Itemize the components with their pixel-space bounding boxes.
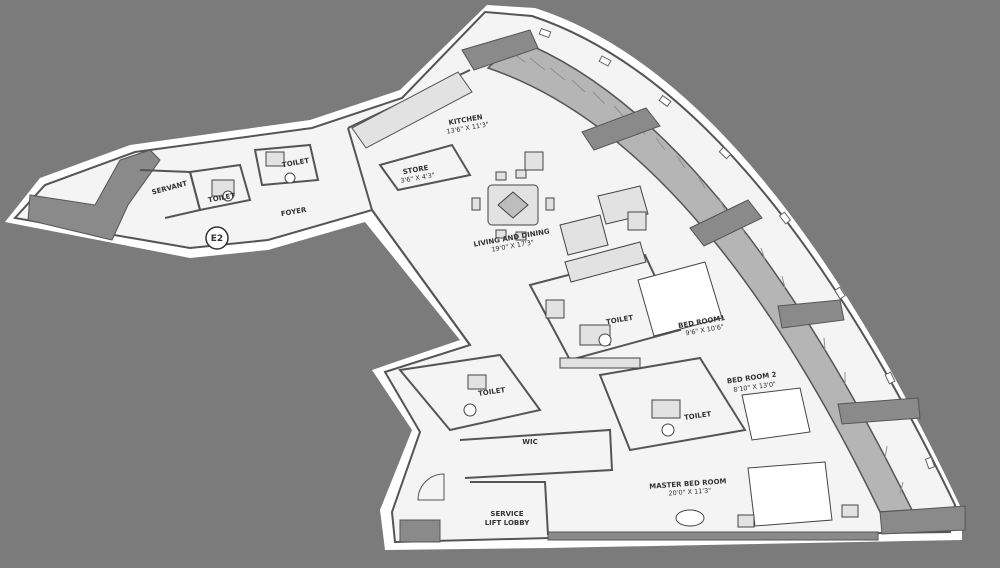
bed-room1-bed — [637, 261, 723, 337]
service-lift-label-1: SERVICE — [490, 510, 523, 518]
bed-room2-bed — [741, 387, 811, 441]
floor-plate — [13, 10, 957, 544]
structural-columns — [27, 29, 966, 543]
toilet-master-label: TOILET — [478, 386, 506, 398]
unit-tag-circle — [205, 226, 229, 250]
wic-label: WIC — [522, 438, 537, 446]
lobby-door-swing — [417, 473, 445, 501]
facade-fins — [538, 27, 936, 470]
dining-table — [471, 169, 555, 241]
fixtures — [211, 151, 859, 528]
service-lift-label-2: LIFT LOBBY — [485, 519, 531, 527]
kitchen-counter — [351, 71, 473, 149]
unit-tag: E2 — [211, 234, 223, 244]
master-bed — [747, 461, 833, 527]
toilet-bed2-label: TOILET — [684, 410, 712, 422]
beds — [637, 261, 833, 527]
interior-walls — [139, 69, 747, 536]
master-dims: 20'0" X 11'3" — [668, 487, 711, 498]
